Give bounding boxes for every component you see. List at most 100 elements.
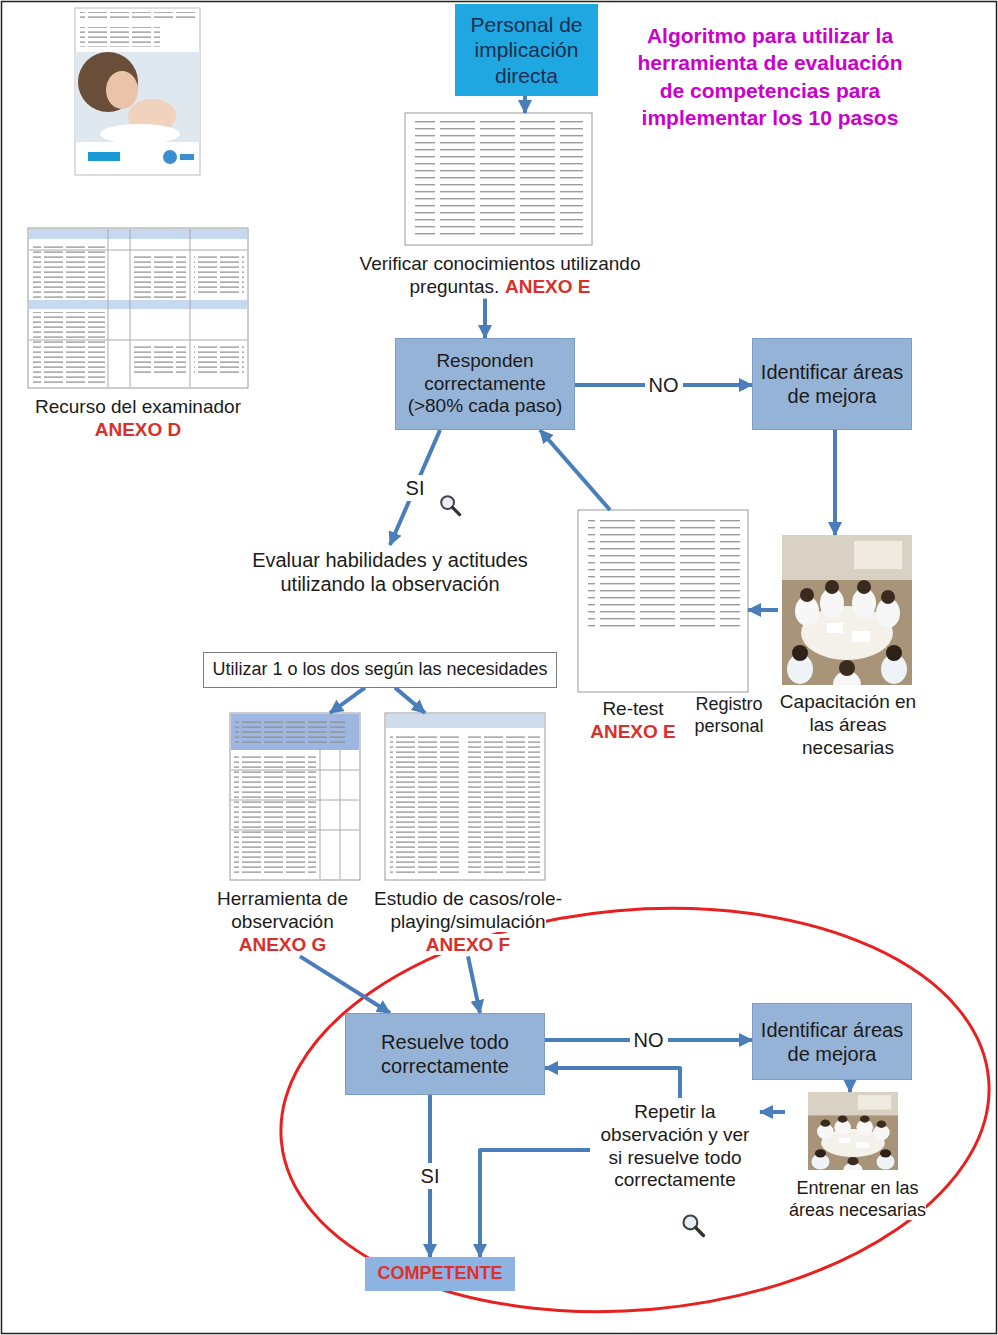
cover-image: [75, 8, 200, 175]
art-part: [385, 713, 545, 880]
document-node: Estudio de casos/role-playing/simulación…: [368, 713, 568, 956]
art-part: [588, 520, 740, 632]
text-line: Verificar conocimientos utilizando pregu…: [335, 253, 665, 299]
text-line: Repetir la observación y ver si resuelve…: [593, 1101, 757, 1192]
text-line: Recurso del examinador: [15, 396, 261, 419]
caption: Herramienta de observaciónANEXO G: [200, 888, 365, 956]
annex-ref: ANEXO E: [590, 721, 676, 742]
edge-label: SI: [417, 1163, 444, 1189]
document-node: Verificar conocimientos utilizando pregu…: [335, 113, 665, 299]
art-part: [29, 300, 247, 309]
text-node: Evaluar habilidades y actitudes utilizan…: [220, 545, 560, 599]
node-text: Resuelve todo correctamente: [381, 1031, 509, 1077]
annex-ref: ANEXO E: [505, 276, 591, 297]
flow-arrow: [300, 956, 390, 1013]
node-text: Responden correctamente (>80% cada paso): [408, 350, 563, 417]
document-node: Entrenar en las áreas necesarias: [785, 1092, 930, 1221]
caption: Capacitación en las áreas necesarias: [778, 691, 918, 759]
text-node: Repetir la observación y ver si resuelve…: [590, 1098, 760, 1195]
flow-arrow: [540, 430, 610, 510]
document-node: Herramienta de observaciónANEXO G: [200, 713, 365, 956]
annex-ref: ANEXO F: [426, 934, 510, 955]
retest-sheet: [578, 510, 748, 692]
caption: Verificar conocimientos utilizando pregu…: [335, 253, 665, 299]
text-line: Capacitación en las áreas necesarias: [778, 691, 918, 759]
art-part: [386, 714, 544, 728]
edge-label: NO: [645, 372, 683, 398]
art-part: [106, 71, 138, 109]
flow-arrow: [760, 1110, 785, 1114]
node-text: Herramienta de observación: [217, 888, 348, 932]
process-box: Identificar áreas de mejora: [752, 1003, 912, 1080]
art-part: [180, 154, 194, 160]
text-line: ANEXO G: [200, 934, 365, 957]
art-part: [231, 714, 359, 750]
art-part: [320, 750, 321, 879]
art-part: [405, 113, 592, 245]
start-box: Personal de implicación directa: [455, 4, 598, 96]
node-text: Personal de implicación directa: [470, 13, 582, 86]
art-part: [235, 718, 345, 746]
art-part: [194, 253, 244, 293]
annex-ref: ANEXO D: [95, 419, 182, 440]
text-line: Estudio de casos/role-playing/simulación: [368, 888, 568, 934]
text-line: Re-test: [578, 698, 688, 721]
flow-arrow: [395, 688, 425, 713]
magnifier-icon: [441, 496, 459, 514]
flow-arrow: [390, 430, 440, 545]
training-photo: [782, 535, 912, 699]
document-node: Capacitación en las áreas necesarias: [778, 535, 918, 759]
examiner-table: [28, 228, 248, 388]
art-part: [134, 344, 186, 374]
document-node: Recurso del examinadorANEXO D: [15, 228, 261, 442]
art-part: [234, 754, 316, 876]
edge-label: NO: [630, 1027, 668, 1053]
art-part: [88, 152, 120, 161]
result-box: COMPETENTE: [365, 1257, 514, 1291]
process-box: Resuelve todo correctamente: [345, 1013, 545, 1095]
text-line: Herramienta de observación: [200, 888, 365, 934]
note-label: Registro personal: [688, 694, 770, 737]
text-line: ANEXO D: [15, 419, 261, 442]
node-text: Evaluar habilidades y actitudes utilizan…: [252, 549, 528, 595]
caption: Recurso del examinadorANEXO D: [15, 396, 261, 442]
art-part: [230, 713, 360, 880]
node-text: Utilizar 1 o los dos según las necesidad…: [212, 659, 547, 679]
annex-ref: ANEXO G: [239, 934, 327, 955]
flow-arrow: [833, 430, 837, 535]
art-part: [390, 734, 462, 874]
art-part: [80, 27, 160, 47]
text-line: Utilizar 1 o los dos según las necesidad…: [212, 659, 547, 681]
node-text: Repetir la observación y ver si resuelve…: [601, 1101, 750, 1190]
node-text: Verificar conocimientos utilizando pregu…: [360, 253, 641, 297]
highlight-ellipse: [264, 880, 998, 1335]
caption: Entrenar en las áreas necesarias: [785, 1178, 930, 1221]
case-study-sheet: [385, 713, 545, 880]
art-part: [468, 734, 540, 874]
art-part: [100, 124, 180, 144]
text-line: ANEXO F: [368, 934, 568, 957]
art-part: [340, 750, 341, 879]
flow-arrow: [483, 299, 487, 338]
text-line: Personal de implicación directa: [461, 12, 592, 88]
node-text: Estudio de casos/role-playing/simulación: [374, 888, 562, 932]
node-text: COMPETENTE: [377, 1263, 502, 1283]
art-part: [108, 229, 109, 387]
node-text: Entrenar en las áreas necesarias: [789, 1178, 926, 1220]
text-line: Entrenar en las áreas necesarias: [785, 1178, 930, 1221]
flow-arrow: [848, 1080, 852, 1092]
art-part: [134, 253, 186, 298]
magnifier-icon: [683, 1215, 703, 1235]
art-part: [33, 312, 105, 384]
flow-arrow: [480, 1150, 590, 1257]
caption: Estudio de casos/role-playing/simulación…: [368, 888, 568, 956]
process-box: Responden correctamente (>80% cada paso): [395, 338, 575, 430]
text-line: COMPETENTE: [377, 1263, 502, 1285]
art-part: [29, 229, 247, 239]
flow-arrow: [468, 956, 480, 1013]
art-part: [578, 510, 748, 692]
flow-arrow: [545, 1068, 680, 1098]
text-line: Evaluar habilidades y actitudes utilizan…: [223, 548, 557, 596]
questions-sheet: [405, 113, 592, 245]
